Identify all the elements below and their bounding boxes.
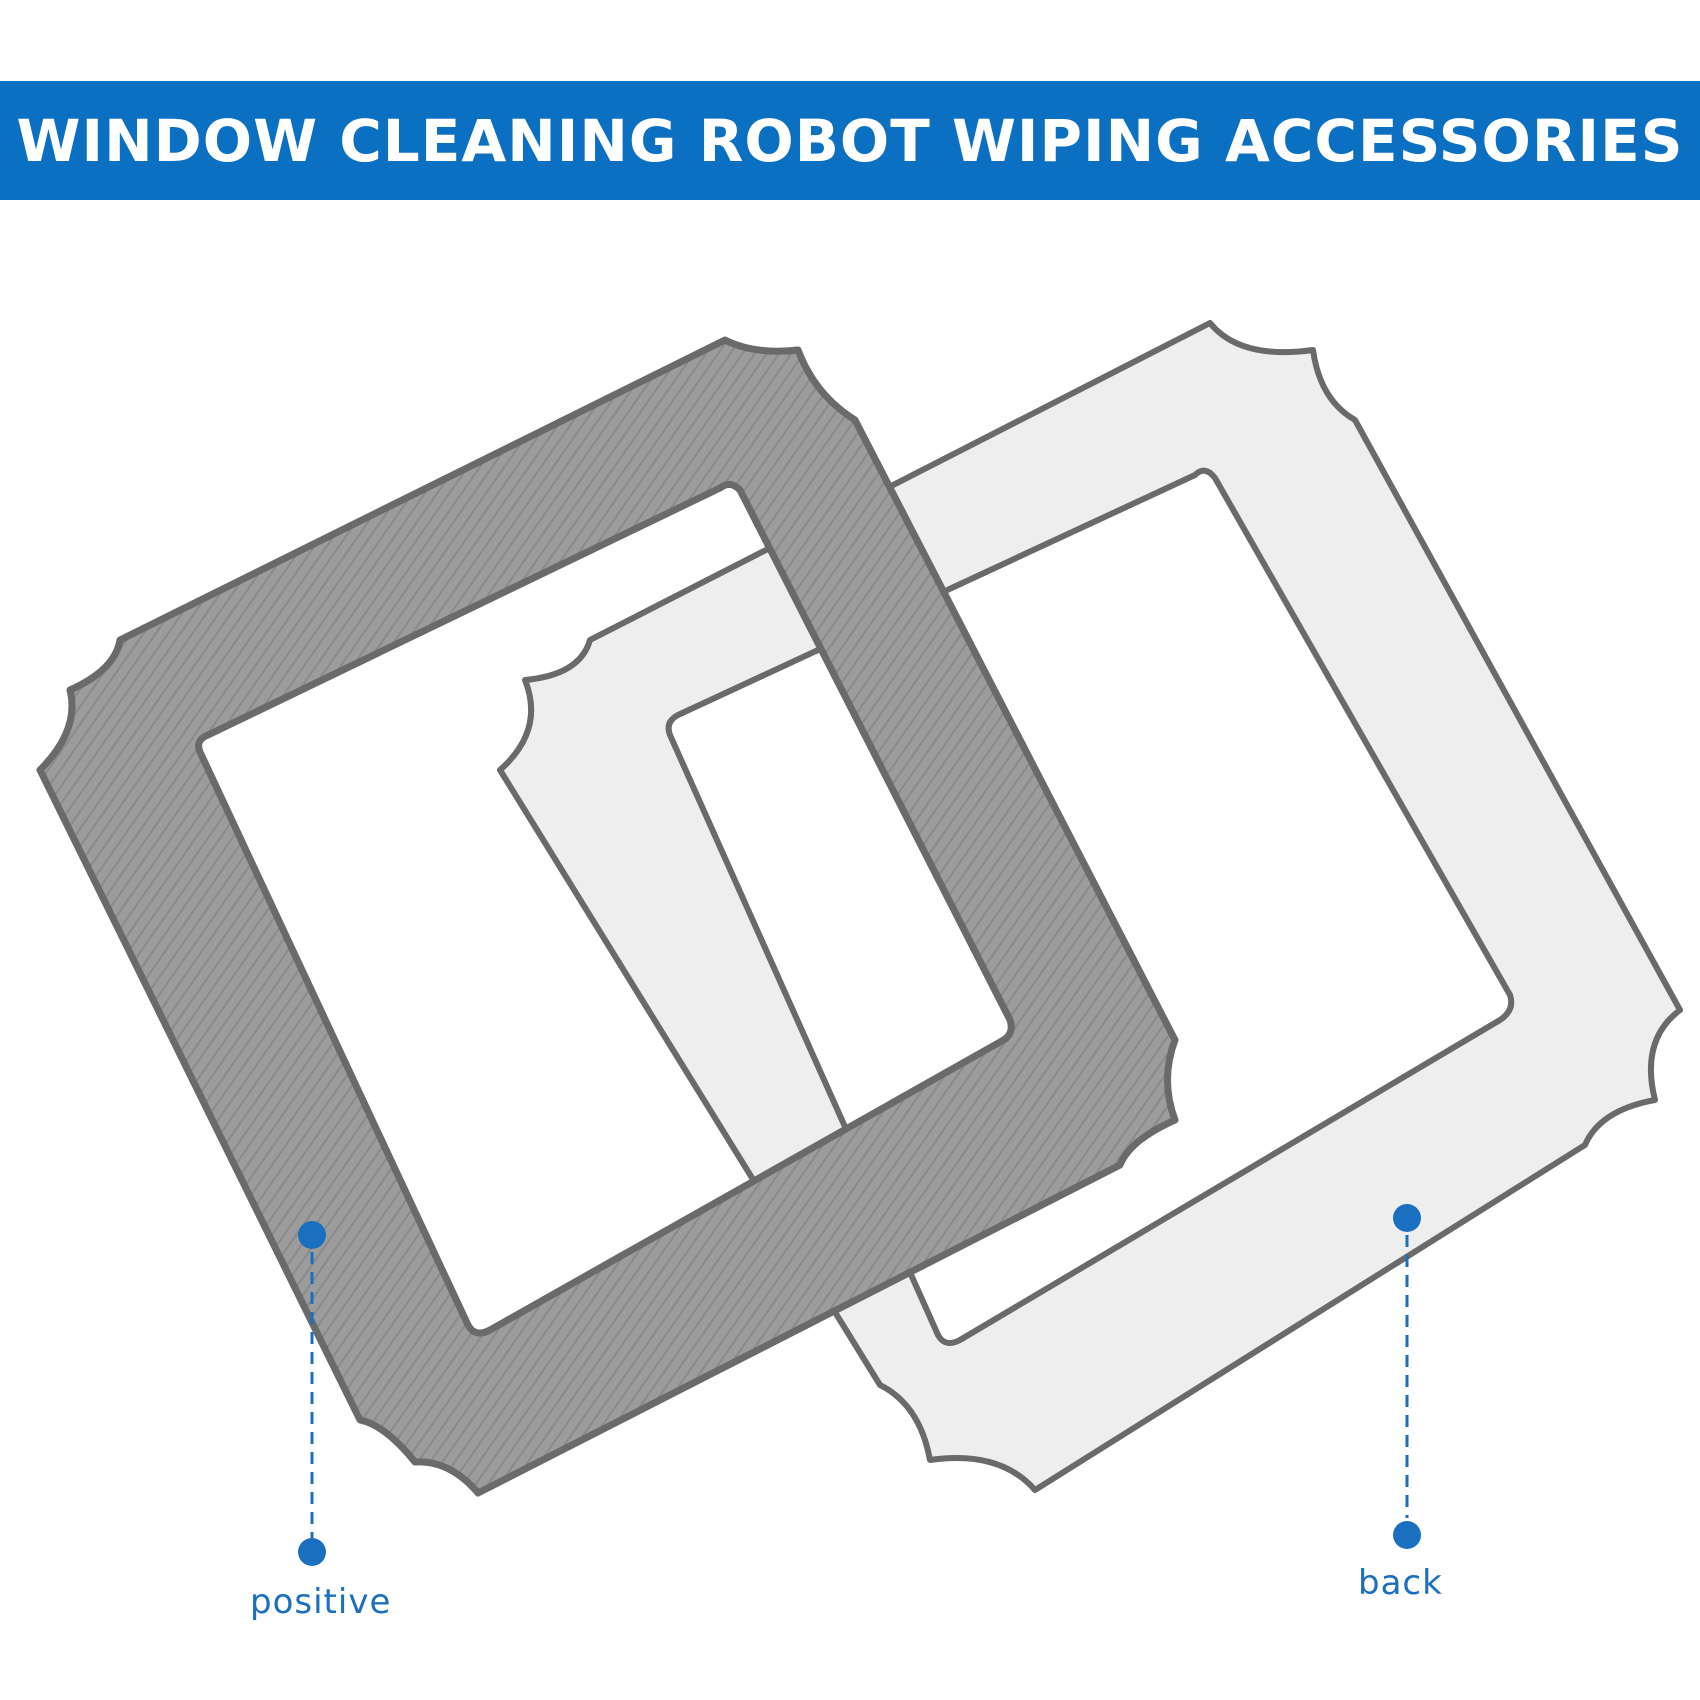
positive-callout	[298, 1221, 326, 1566]
positive-callout-top-dot	[298, 1221, 326, 1249]
back-callout	[1393, 1204, 1421, 1549]
positive-label: positive	[250, 1582, 392, 1622]
positive-callout-bottom-dot	[298, 1538, 326, 1566]
back-callout-bottom-dot	[1393, 1521, 1421, 1549]
front-pad-outer	[36, 336, 1179, 1497]
front-pad	[36, 336, 1179, 1497]
title-banner: WINDOW CLEANING ROBOT WIPING ACCESSORIES	[0, 81, 1700, 200]
back-callout-top-dot	[1393, 1204, 1421, 1232]
back-label: back	[1358, 1563, 1443, 1603]
banner-title: WINDOW CLEANING ROBOT WIPING ACCESSORIES	[16, 106, 1684, 175]
